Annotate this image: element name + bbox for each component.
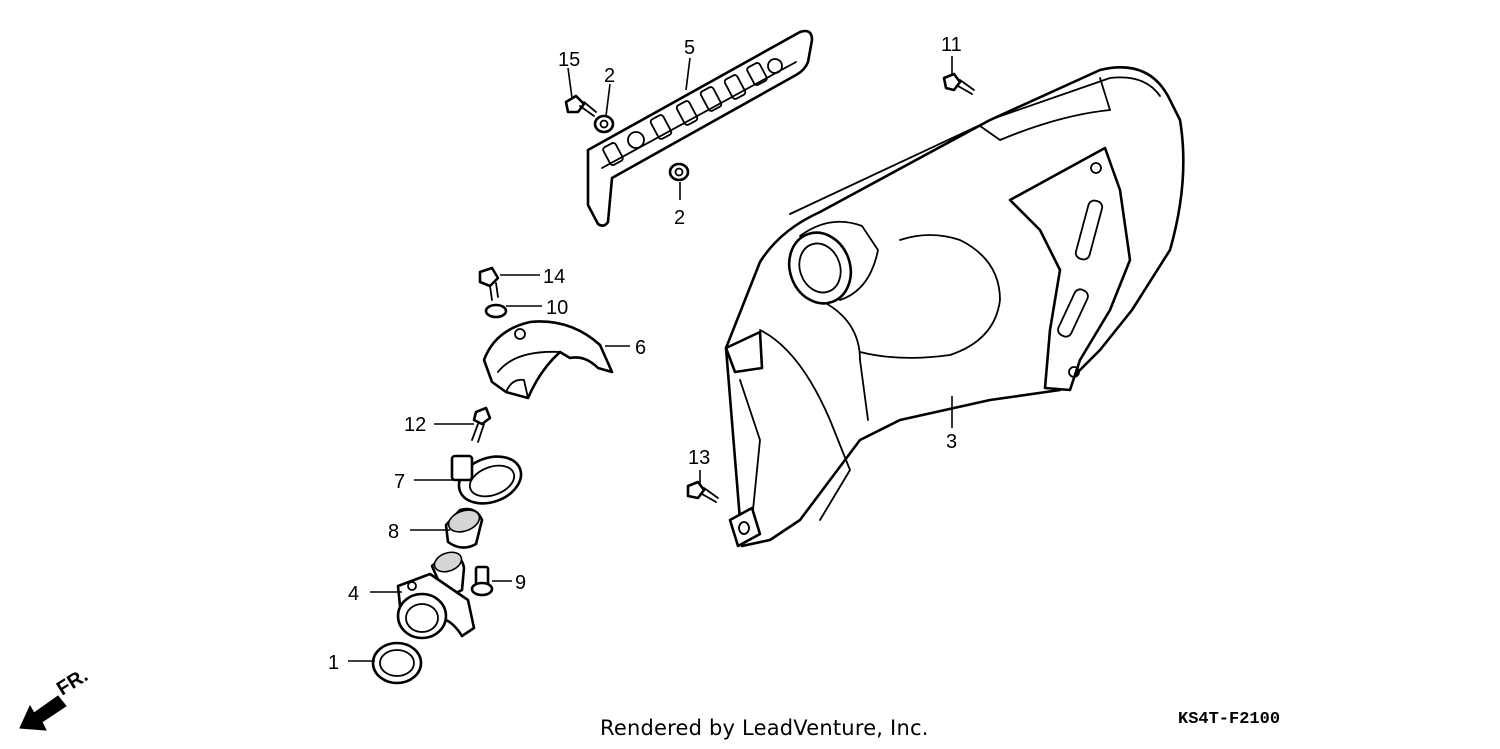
part-15-bolt[interactable]: [564, 94, 597, 117]
diagram-code: KS4T-F2100: [1178, 710, 1281, 729]
callout-5: 5: [684, 37, 695, 59]
part-2-nut-lower[interactable]: [668, 162, 690, 182]
part-10-washer[interactable]: [484, 303, 508, 319]
render-credit: Rendered by LeadVenture, Inc.: [600, 716, 929, 740]
callout-12: 12: [404, 414, 426, 436]
callout-9: 9: [515, 572, 526, 594]
part-1-o-ring[interactable]: [371, 641, 423, 685]
callout-3: 3: [946, 431, 957, 453]
callout-13: 13: [688, 447, 710, 469]
part-3-tank[interactable]: [724, 66, 1185, 548]
part-12-bolt[interactable]: [471, 406, 492, 443]
part-4-filler-joint[interactable]: [396, 549, 476, 640]
callout-labels: 15 2 5 2 11 14 10 6 12 7 8 9 4 1 3 13: [328, 34, 962, 674]
part-14-bolt[interactable]: [478, 266, 500, 301]
part-5-grommet-plate[interactable]: [586, 29, 814, 227]
front-label: FR.: [53, 665, 92, 701]
part-2-nut-upper[interactable]: [593, 114, 615, 134]
callout-8: 8: [388, 521, 399, 543]
leader-lines: [348, 56, 953, 662]
part-11-bolt[interactable]: [942, 72, 975, 95]
part-8-hose-joint[interactable]: [444, 506, 484, 549]
callout-7: 7: [394, 471, 405, 493]
front-direction-indicator: FR.: [19, 665, 92, 731]
callout-14: 14: [543, 266, 565, 288]
part-13-bolt[interactable]: [686, 480, 719, 503]
callout-11: 11: [941, 34, 962, 56]
part-9-bolt[interactable]: [470, 565, 494, 597]
callout-2-lower: 2: [674, 207, 685, 229]
front-arrow-icon: [19, 695, 67, 731]
callout-4: 4: [348, 583, 359, 605]
callout-1: 1: [328, 652, 339, 674]
callout-2-upper: 2: [604, 65, 615, 87]
callout-15: 15: [558, 49, 580, 71]
callout-6: 6: [635, 337, 646, 359]
part-7-hose-clamp[interactable]: [450, 448, 528, 511]
part-6-cover[interactable]: [482, 320, 614, 400]
callout-10: 10: [546, 297, 568, 319]
